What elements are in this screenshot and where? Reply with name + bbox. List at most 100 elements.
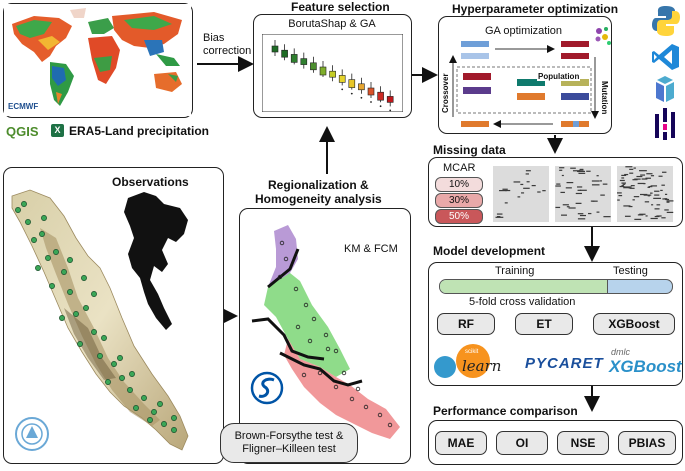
station-dot — [117, 355, 123, 361]
pycaret-logo: PYCARET — [525, 355, 604, 372]
station-dot — [59, 315, 65, 321]
homogeneity-tests-box: Brown-Forsythe test & Fligner–Killeen te… — [220, 423, 358, 463]
thailand-terrain-map — [11, 189, 189, 451]
station-dot — [119, 375, 125, 381]
sklearn-logo-icon — [434, 344, 490, 378]
homogeneity-tests-label: Brown-Forsythe test & Fligner–Killeen te… — [234, 430, 344, 455]
mcar-label: MCAR — [443, 162, 476, 174]
performance-panel: MAE OI NSE PBIAS — [428, 420, 683, 465]
mcar-level-50: 50% — [435, 209, 483, 224]
ecmwf-logo: ECMWF — [8, 102, 39, 111]
metric-pbias: PBIAS — [618, 431, 676, 455]
station-dot — [91, 291, 97, 297]
station-dot — [25, 219, 31, 225]
station-dot — [127, 387, 133, 393]
model-development-panel: Training Testing 5-fold cross validation… — [428, 262, 683, 386]
model-rf: RF — [437, 313, 495, 335]
mcar-level-30: 30% — [435, 193, 483, 208]
missing-grid — [493, 166, 549, 222]
boxplot-box — [377, 86, 384, 108]
station-dot — [171, 427, 177, 433]
xgboost-logo: XGBoost — [609, 357, 682, 376]
station-dot — [35, 265, 41, 271]
station-dot — [111, 361, 117, 367]
mutation-label: Mutation — [600, 81, 609, 115]
metric-oi: OI — [496, 431, 548, 455]
metric-mae: MAE — [435, 431, 487, 455]
station-dot — [147, 417, 153, 423]
region-station-dot — [387, 422, 393, 428]
station-dot — [171, 415, 177, 421]
model-et: ET — [515, 313, 573, 335]
sklearn-top-text: scikit — [465, 349, 479, 355]
boxplot-box — [386, 90, 394, 112]
precipitation-map-panel — [3, 3, 193, 118]
region-station-dot — [341, 370, 347, 376]
station-dot — [157, 401, 163, 407]
boxplot-box — [290, 48, 298, 65]
boxplot-box — [281, 44, 288, 61]
ga-optimization-label: GA optimization — [485, 25, 563, 37]
population-label: Population — [537, 72, 581, 81]
missing-data-grids — [493, 166, 674, 222]
model-development-heading: Model development — [433, 244, 546, 258]
station-dot — [49, 283, 55, 289]
dmlc-text: dmlc — [611, 347, 631, 357]
mcar-level-10: 10% — [435, 177, 483, 192]
testing-label: Testing — [613, 265, 648, 277]
feature-selection-panel: BorutaShap & GA — [253, 14, 412, 118]
region-station-dot — [303, 302, 309, 308]
training-label: Training — [495, 265, 535, 277]
royal-irrigation-seal — [15, 417, 49, 451]
boxplot-box — [358, 77, 365, 99]
precip-caption: ERA5-Land precipitation — [69, 124, 210, 138]
metric-nse: NSE — [557, 431, 609, 455]
station-dot — [73, 311, 79, 317]
regionalization-heading: Regionalization & Homogeneity analysis — [255, 178, 382, 206]
missing-data-panel: MCAR 10% 30% 50% — [428, 157, 683, 227]
region-station-dot — [295, 324, 301, 330]
region-station-dot — [301, 372, 307, 378]
region-station-dot — [307, 338, 313, 344]
region-station-dot — [355, 386, 361, 392]
training-portion — [440, 280, 609, 293]
boxplot-box — [338, 69, 346, 91]
boxplot-chart — [262, 34, 403, 112]
region-station-dot — [277, 274, 283, 280]
boxplot-box — [300, 52, 308, 69]
station-dot — [21, 201, 27, 207]
station-dot — [45, 255, 51, 261]
station-dot — [31, 237, 37, 243]
region-station-dot — [333, 348, 339, 354]
station-dot — [41, 215, 47, 221]
clustering-method-label: KM & FCM — [344, 243, 398, 255]
regionalization-map — [251, 225, 400, 439]
region-station-dot — [377, 412, 383, 418]
region-station-dot — [293, 286, 299, 292]
station-dot — [101, 335, 107, 341]
station-dot — [67, 257, 73, 263]
boxplot-box — [310, 56, 317, 73]
missing-grid — [617, 166, 674, 222]
station-dot — [15, 207, 21, 213]
station-dot — [161, 421, 167, 427]
region-station-dot — [317, 370, 323, 376]
boxplot-box — [348, 73, 356, 95]
station-dot — [81, 275, 87, 281]
regionalization-panel: KM & FCM — [239, 208, 411, 464]
observations-panel: Observations — [3, 167, 224, 464]
region-station-dot — [279, 240, 285, 246]
station-dot — [151, 409, 157, 415]
station-dot — [77, 341, 83, 347]
hyperparameter-panel: GA optimization Crossover Mutation Popul… — [438, 16, 612, 134]
performance-heading: Performance comparison — [433, 404, 578, 418]
scipy-logo-icon — [250, 371, 284, 405]
train-test-split-bar — [439, 279, 673, 294]
region-station-dot — [349, 396, 355, 402]
station-dot — [91, 329, 97, 335]
vscode-icon — [652, 44, 679, 70]
python-icon — [652, 6, 680, 36]
sklearn-text: learn — [462, 357, 502, 375]
feature-selection-heading: Feature selection — [291, 0, 390, 14]
hyperparameter-heading: Hyperparameter optimization — [452, 2, 619, 16]
